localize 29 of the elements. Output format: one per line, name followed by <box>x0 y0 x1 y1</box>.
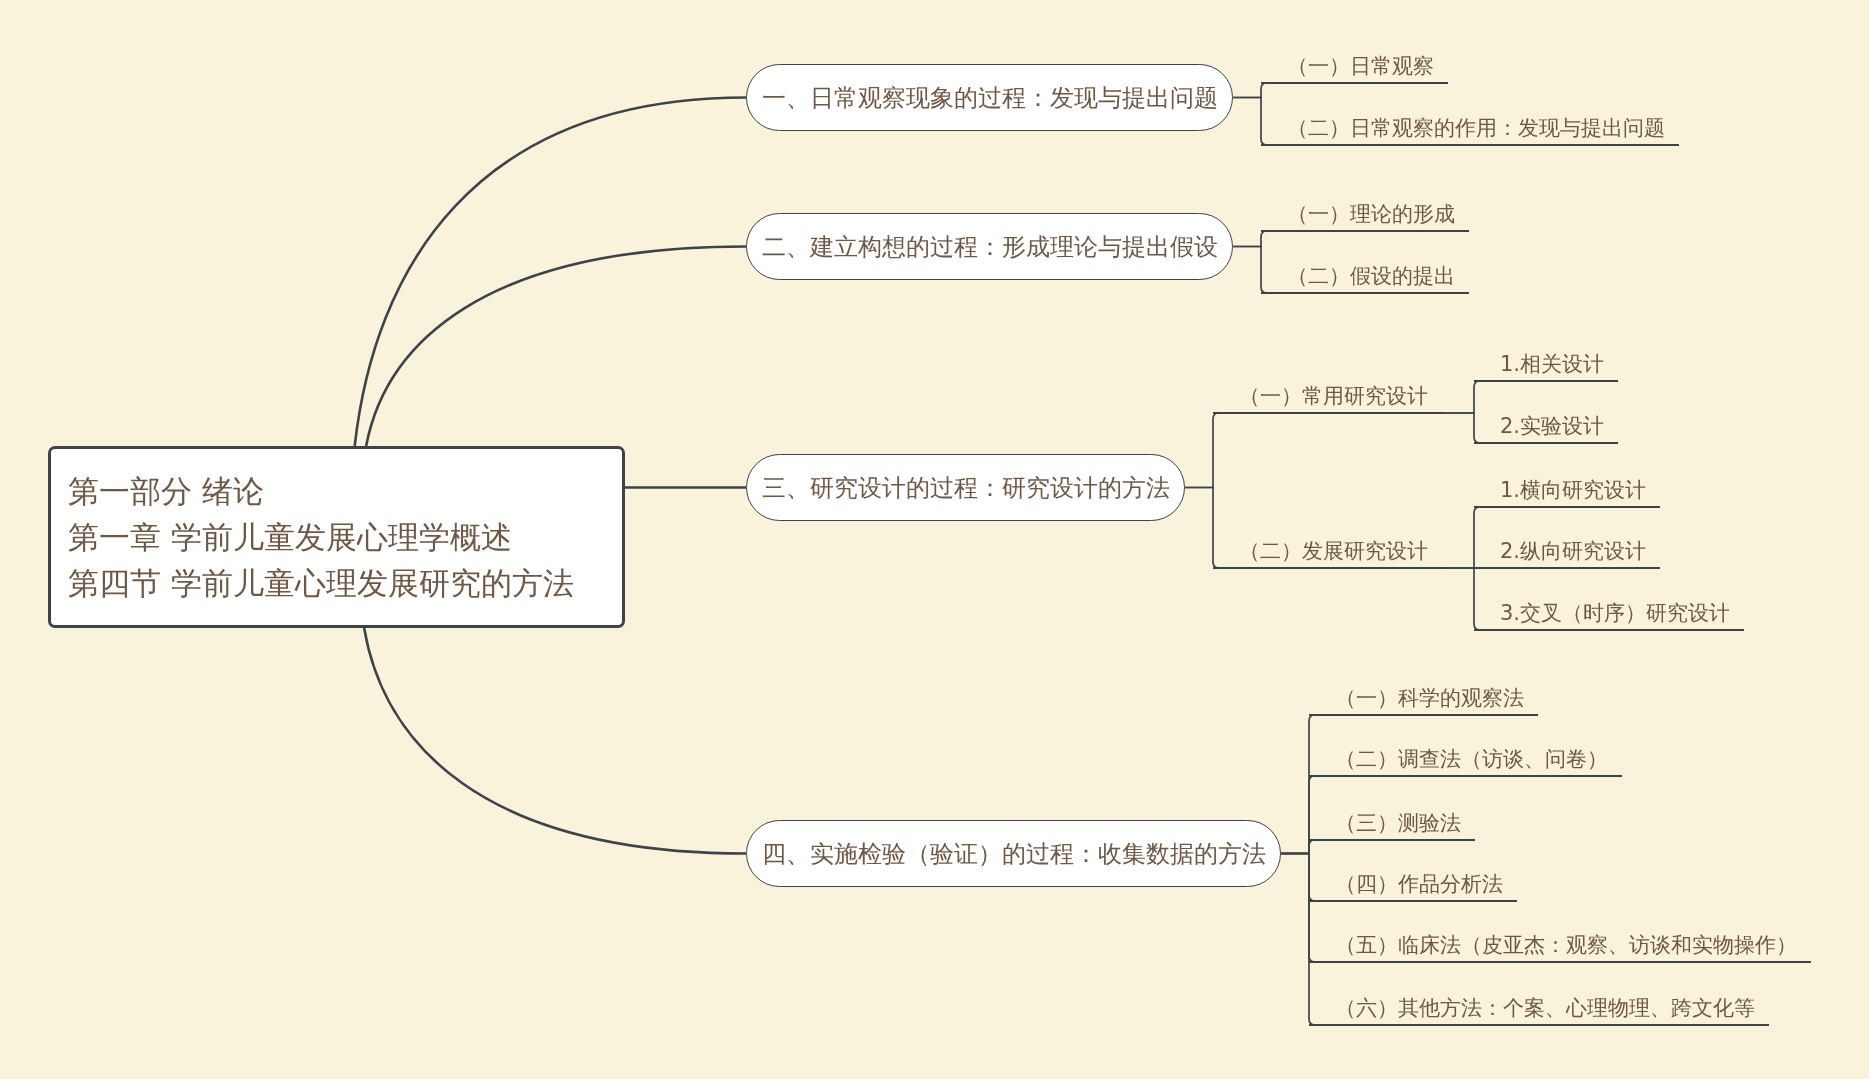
item-label: 2.实验设计 <box>1474 411 1619 444</box>
item-label: 1.横向研究设计 <box>1474 475 1661 508</box>
item-label: （二）调查法（访谈、问卷） <box>1309 744 1622 777</box>
branch-curve <box>353 96 747 447</box>
branch-curve <box>364 245 747 447</box>
branch-curve <box>625 486 746 489</box>
item-label: （二）发展研究设计 <box>1213 536 1445 569</box>
item-label: （二）假设的提出 <box>1261 261 1469 294</box>
item-label: （五）临床法（皮亚杰：观察、访谈和实物操作） <box>1309 930 1811 963</box>
item-label: （一）日常观察 <box>1261 51 1448 84</box>
item-label: （一）常用研究设计 <box>1213 381 1445 414</box>
subtopic-pill: 一、日常观察现象的过程：发现与提出问题 <box>746 64 1233 131</box>
heading-text: 第四节 学前儿童心理发展研究的方法 <box>68 564 574 603</box>
item-label: 3.交叉（时序）研究设计 <box>1474 598 1745 631</box>
item-label: 1.相关设计 <box>1474 349 1619 382</box>
item-label: 2.纵向研究设计 <box>1474 536 1661 569</box>
subtopic-pill: 四、实施检验（验证）的过程：收集数据的方法 <box>746 820 1281 887</box>
topic-box <box>48 446 625 628</box>
subtopic-pill: 二、建立构想的过程：形成理论与提出假设 <box>746 213 1233 280</box>
heading-text: 第一章 学前儿童发展心理学概述 <box>68 518 512 557</box>
branch-curve <box>362 627 747 855</box>
item-label: （一）理论的形成 <box>1261 199 1469 232</box>
heading-text: 第一部分 绪论 <box>68 472 264 511</box>
subtopic-pill: 三、研究设计的过程：研究设计的方法 <box>746 454 1185 521</box>
item-label: （二）日常观察的作用：发现与提出问题 <box>1261 113 1679 146</box>
item-label: （六）其他方法：个案、心理物理、跨文化等 <box>1309 993 1769 1026</box>
item-label: （三）测验法 <box>1309 808 1475 841</box>
item-label: （一）科学的观察法 <box>1309 683 1538 716</box>
item-label: （四）作品分析法 <box>1309 869 1517 902</box>
